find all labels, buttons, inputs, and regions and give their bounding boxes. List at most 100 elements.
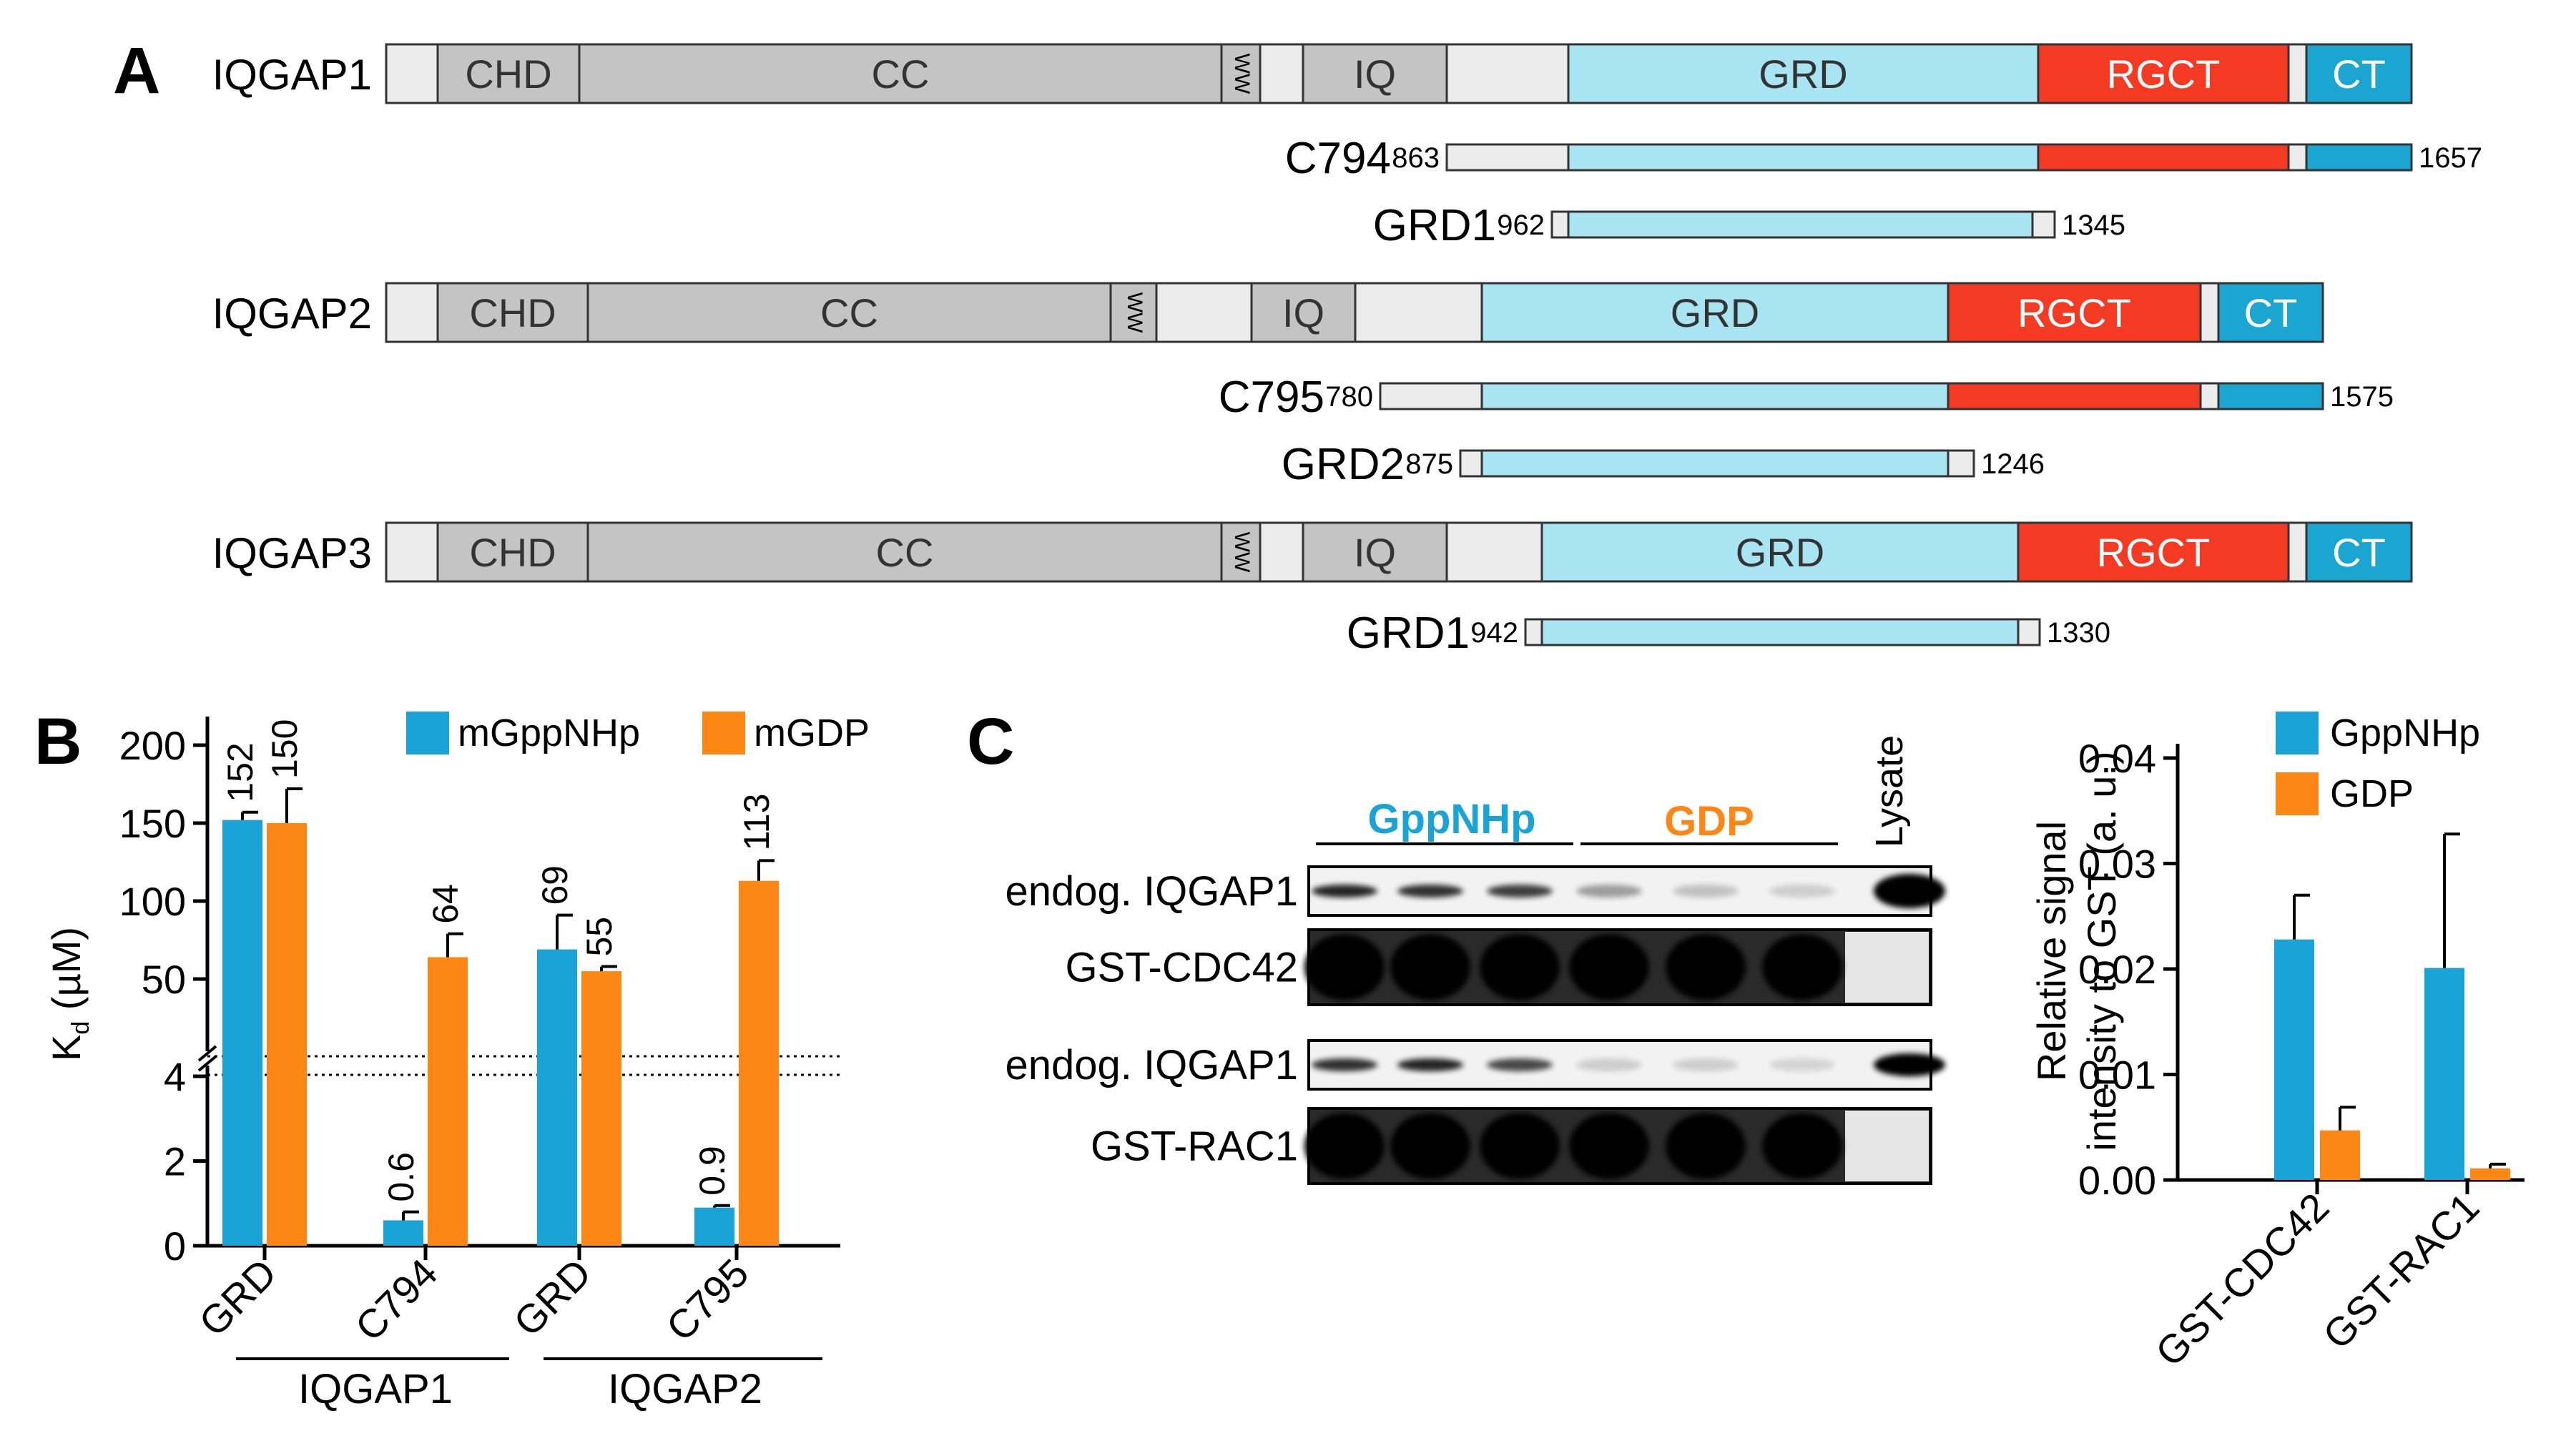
construct-end-residue: 1657 [2419,142,2482,174]
bar-mgdp-grd [581,971,621,1246]
segment-grd [1540,618,2020,646]
segment-grd [1480,382,1950,410]
y-tick-label: 2 [164,1139,186,1184]
domain-iq [1302,521,1448,583]
axis-break-mark [197,1045,217,1062]
domain-label: CHD [469,290,556,335]
linker-region [2287,521,2308,583]
linker-region [385,43,439,104]
linker-region [2199,282,2220,343]
blot-row-gst-cdc42: GST-CDC42 [1065,928,1932,1006]
data-label: 150 [265,719,305,779]
construct-end-residue: 1330 [2047,617,2110,649]
blot-header-lysate: Lysate [1868,735,1911,847]
y-tick-label: 150 [119,801,186,846]
domain-ww [1220,521,1262,583]
x-tick-label: GST-CDC42 [2147,1184,2338,1375]
construct-end-residue: 1345 [2062,210,2125,241]
legend-b: mGppNHp mGDP [406,712,870,754]
bar-gdp-gst-rac1 [2470,1168,2510,1180]
domain-rgct [1947,282,2202,343]
construct-name: GRD1 [1373,201,1496,250]
domain-grd [1567,43,2040,104]
domain-label: GRD [1736,530,1824,575]
x-tick-label: GST-RAC1 [2314,1184,2488,1358]
protein-name: IQGAP3 [212,529,372,577]
domain-label: CHD [469,530,556,575]
y-axis-label-c-line-1: Relative signal [2029,821,2074,1081]
construct-name: GRD2 [1282,440,1405,489]
linker-region [1445,43,1570,104]
domain-label: CT [2332,530,2386,575]
legend-label-c-series-1: GppNHp [2330,712,2480,754]
legend-swatch-c-series-1 [2276,712,2319,754]
protein-name: IQGAP2 [212,290,372,338]
data-label: 64 [426,884,466,924]
domain-cc [586,521,1223,583]
bar-mgppnhp-c794 [383,1220,423,1246]
y-axis-label-c-line-2: intensity to GST (a. u.) [2079,751,2124,1151]
bar-mgdp-c794 [428,957,468,1246]
segment-linker [1524,618,1543,646]
construct-name: C794 [1285,134,1391,183]
blot-row-label: GST-CDC42 [1065,945,1298,991]
domain-label: CC [872,51,930,97]
construct-start-residue: 942 [1470,617,1518,649]
panel-a-label: A [113,34,160,107]
domain-cc [578,43,1223,104]
domain-chd [436,43,581,104]
segment-linker [1550,210,1570,239]
bar-gppnhp-gst-rac1 [2424,968,2464,1180]
construct-start-residue: 875 [1405,448,1453,480]
blot-row-gst-rac1: GST-RAC1 [1091,1107,1932,1185]
legend-swatch-c-series-2 [2276,772,2319,815]
bar-mgppnhp-c795 [694,1207,734,1246]
y-tick-label: 100 [119,879,186,924]
blot-band [1487,1058,1553,1071]
x-tick-label: C794 [346,1250,446,1349]
legend-label-series-2: mGDP [754,712,870,754]
domain-label: IQ [1354,530,1396,575]
blot-band [1576,885,1642,897]
x-tick-label: GRD [505,1250,600,1345]
legend-label-series-1: mGppNHp [458,712,640,754]
segment-rgct [1947,382,2202,410]
domain-label: WW [1123,292,1146,333]
blot-band [1390,934,1470,1000]
segment-linker [1947,449,1975,478]
linker-region [2287,43,2308,104]
blot-band [1487,885,1553,897]
bar-mgdp-c795 [739,880,779,1246]
domain-label: RGCT [2107,51,2221,97]
bar-gppnhp-gst-cdc42 [2274,939,2314,1180]
blot-header-gppnhp: GppNHp [1367,796,1535,842]
data-label: 113 [737,794,777,851]
blot-band [1762,934,1842,1000]
segment-ct [2217,382,2324,410]
blot-band [1304,1113,1385,1179]
blot-header-gdp: GDP [1664,798,1754,845]
linker-region [385,521,439,583]
axis-break-mark [197,1055,217,1072]
legend-label-c-series-2: GDP [2330,772,2414,815]
y-axis-label-b: Kd (µM) [44,927,94,1061]
western-blot: GppNHp GDP Lysate endog. IQGAP1 GST-CDC42… [1006,735,1945,1185]
x-tick-label: C795 [657,1250,757,1349]
domain-rgct [2037,43,2290,104]
blot-band [1304,934,1385,1000]
construct-end-residue: 1575 [2330,381,2394,413]
construct-end-residue: 1246 [1981,448,2045,480]
domain-ww [1220,43,1262,104]
domain-label: GRD [1759,51,1847,97]
linker-region [1445,521,1543,583]
segment-linker [1445,143,1570,172]
domain-ww [1109,282,1158,343]
x-tick-label: GRD [190,1250,285,1345]
segment-rgct [2037,143,2290,172]
blot-row-endog-iqgap1: endog. IQGAP1 [1006,1039,1945,1091]
